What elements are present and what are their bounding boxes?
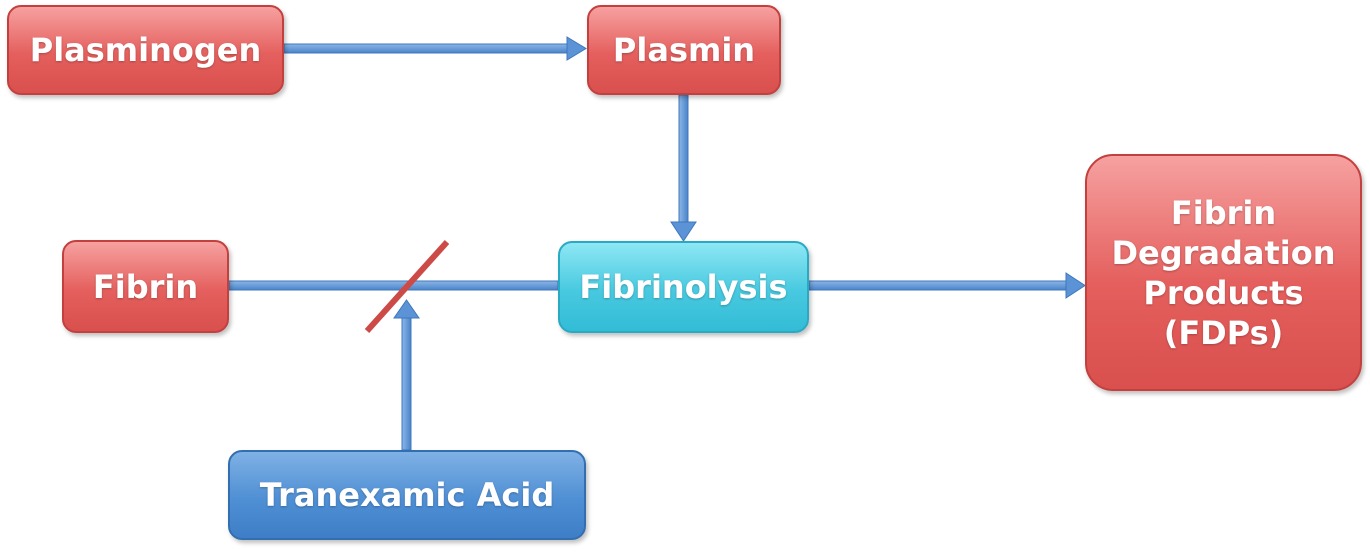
arrow-tranexamic-acid-to-inhibition <box>393 299 420 451</box>
node-fibrin-label: Fibrin <box>92 267 199 306</box>
node-fibrinolysis: Fibrinolysis <box>558 241 809 333</box>
node-fibrin-degradation-products: Fibrin Degradation Products (FDPs) <box>1085 154 1362 391</box>
node-plasminogen: Plasminogen <box>7 5 284 95</box>
node-tranexamic-acid-label: Tranexamic Acid <box>259 476 555 514</box>
node-fdp-label-line-1: Fibrin <box>1170 193 1277 232</box>
arrow-plasmin-to-fibrinolysis <box>670 94 697 242</box>
node-fdp-label-line-2: Degradation <box>1111 233 1336 272</box>
node-fdp-label-line-4: (FDPs) <box>1163 313 1284 352</box>
node-fibrin: Fibrin <box>62 240 229 333</box>
node-plasmin: Plasmin <box>587 5 781 95</box>
node-fdp-label-line-3: Products <box>1143 273 1304 312</box>
node-tranexamic-acid: Tranexamic Acid <box>228 450 586 540</box>
arrow-plasminogen-to-plasmin <box>283 36 587 61</box>
connector-fibrin-to-fibrinolysis <box>228 280 559 291</box>
inhibition-bar <box>364 239 450 334</box>
node-plasminogen-label: Plasminogen <box>29 31 262 69</box>
node-fibrinolysis-label: Fibrinolysis <box>579 268 788 306</box>
arrow-fibrinolysis-to-fdp <box>808 272 1086 299</box>
node-plasmin-label: Plasmin <box>612 31 756 69</box>
